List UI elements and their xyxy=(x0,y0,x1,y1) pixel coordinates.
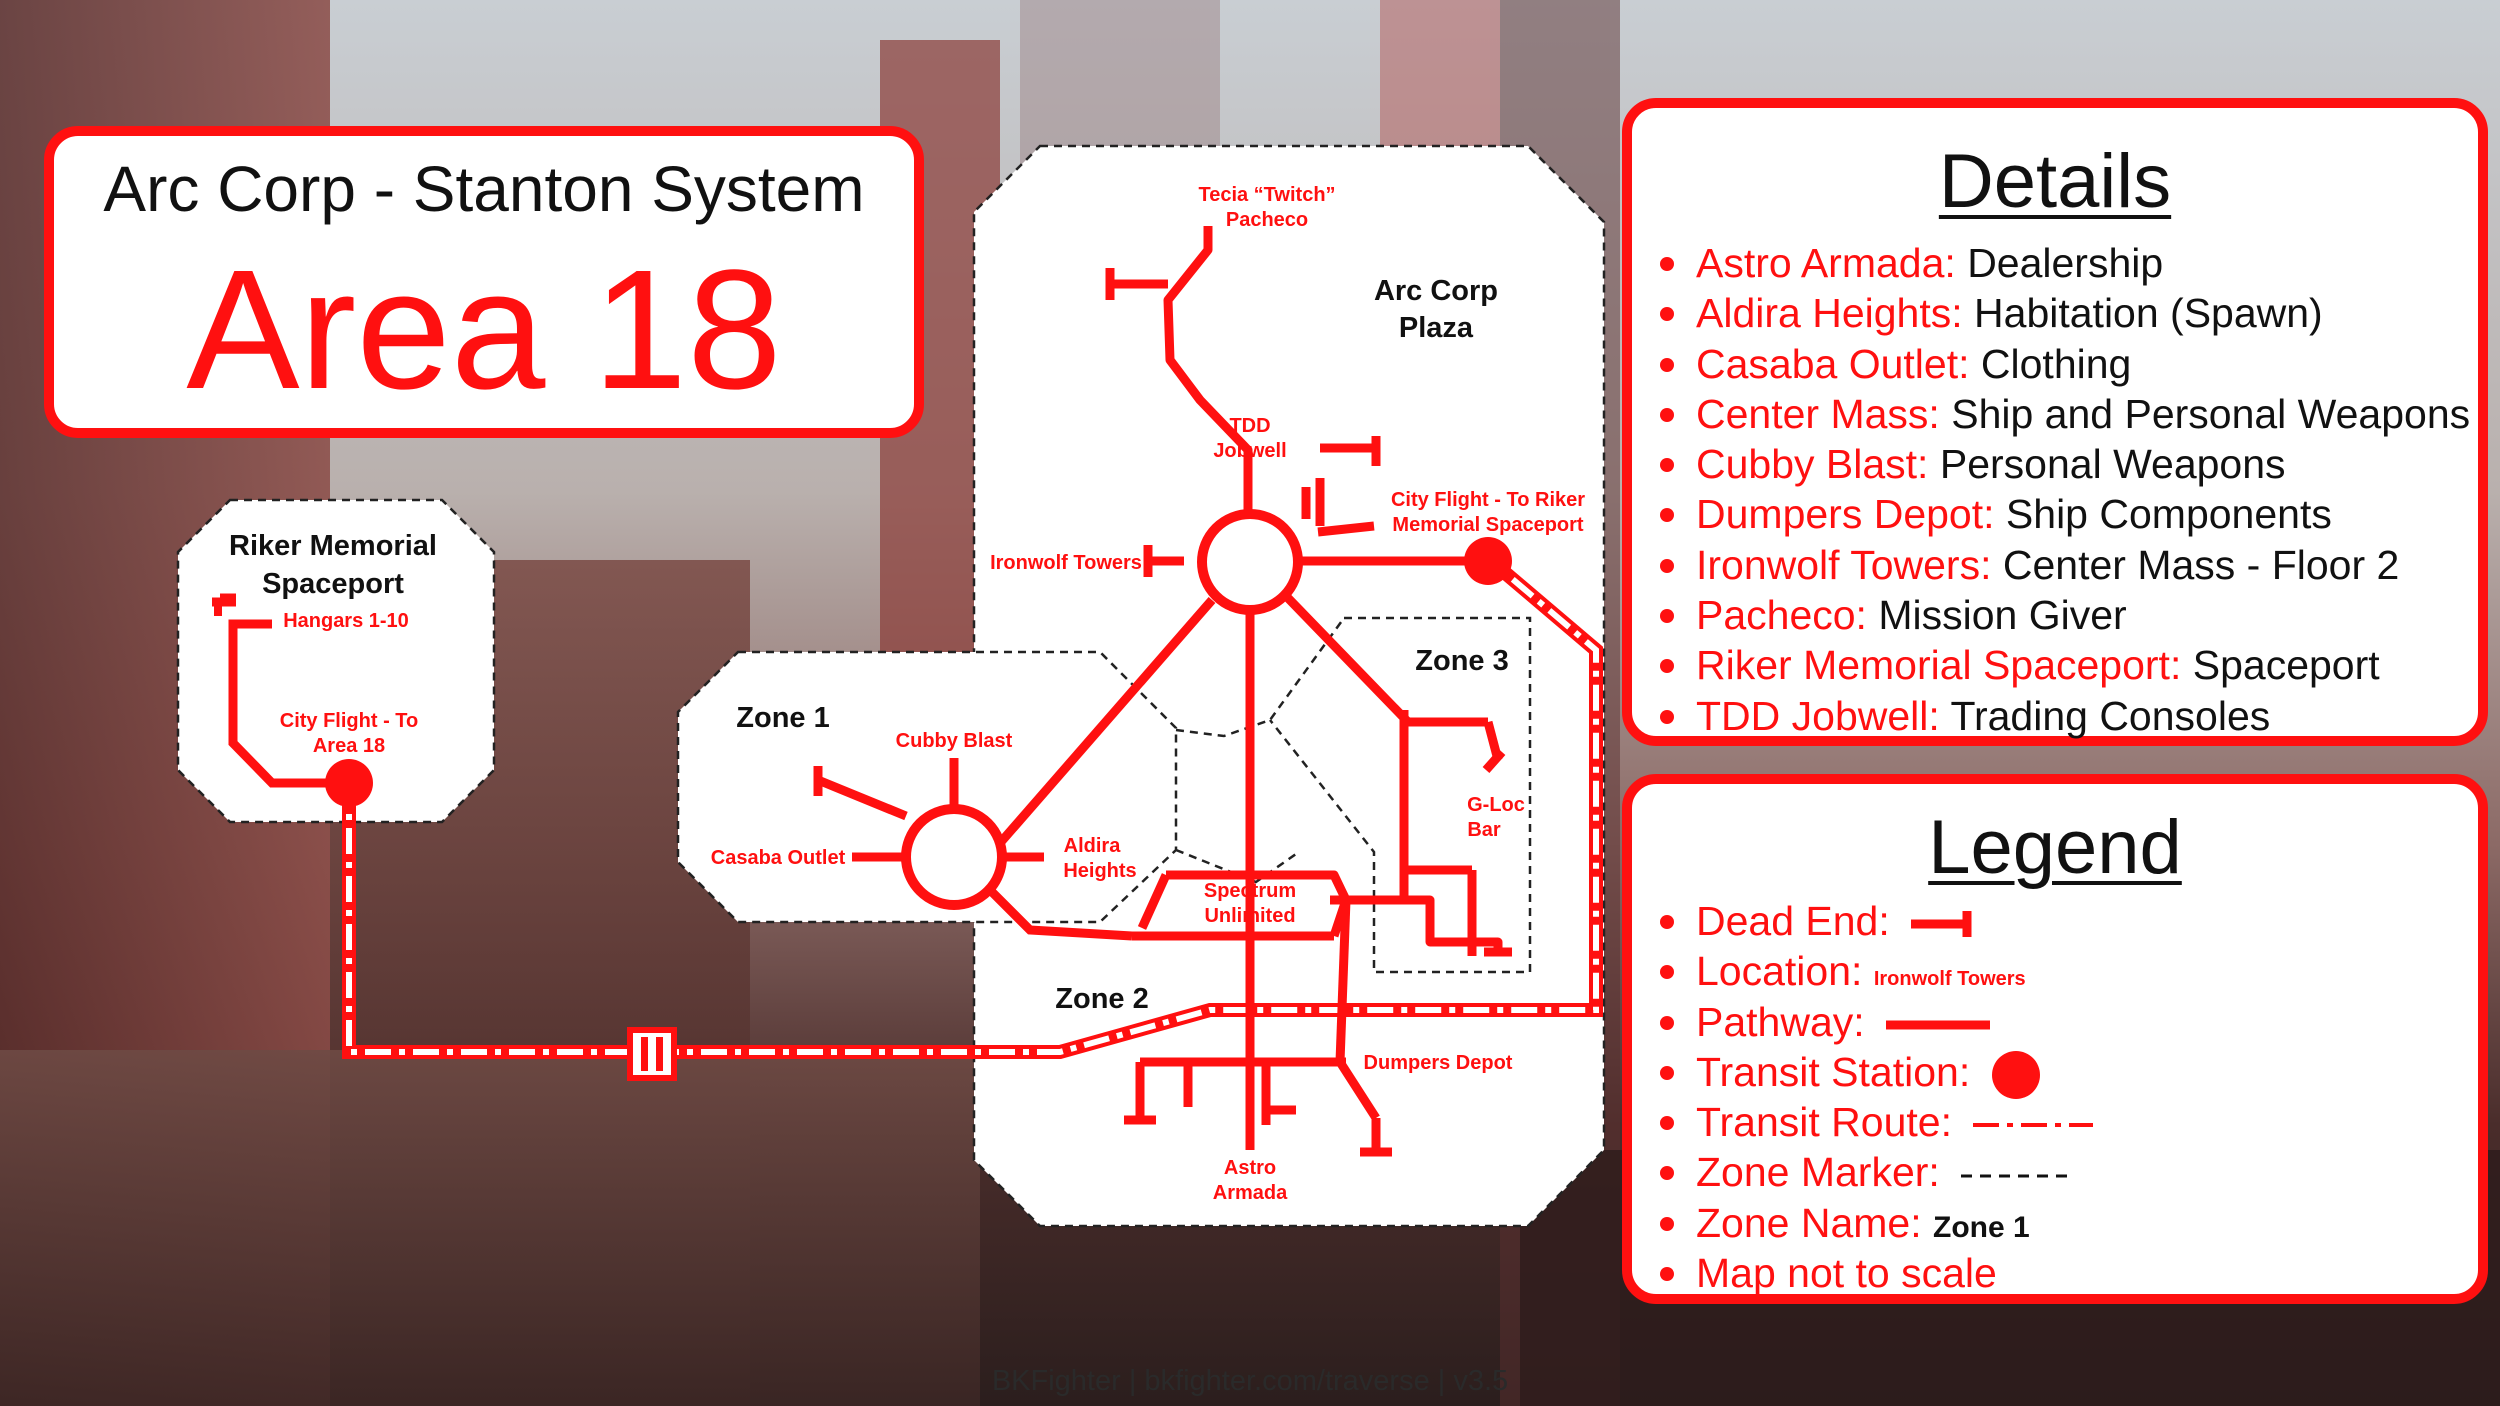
label-hangars: Hangars 1-10 xyxy=(283,610,409,632)
plaza-hub xyxy=(1197,509,1303,615)
label-astro-1: Astro xyxy=(1224,1157,1276,1179)
zone-name-3: Zone 3 xyxy=(1415,645,1508,677)
label-pacheco-2: Pacheco xyxy=(1226,209,1308,231)
transit-route-icon xyxy=(1973,1123,2094,1128)
legend-list: Dead End: Location: Ironwolf Towers Path… xyxy=(1654,896,2097,1298)
label-riker-city-flight-1: City Flight - To xyxy=(280,710,419,732)
footer-credit: BKFighter | bkfighter.com/traverse | v3.… xyxy=(991,1365,1509,1397)
dead-end-icon xyxy=(1911,911,1972,938)
legend-dead-end: Dead End: xyxy=(1654,896,2097,946)
label-spectrum-1: Spectrum xyxy=(1204,880,1296,902)
legend-location: Location: Ironwolf Towers xyxy=(1654,946,2097,996)
label-cubby: Cubby Blast xyxy=(896,730,1013,752)
details-panel: Details Astro Armada: Dealership Aldira … xyxy=(1622,98,2488,746)
legend-transit-route: Transit Route: xyxy=(1654,1097,2097,1147)
area-title: Area 18 xyxy=(186,235,782,425)
transit-route xyxy=(342,554,1603,1059)
label-tdd-2: Jobwell xyxy=(1213,440,1286,462)
label-aldira-1: Aldira xyxy=(1064,835,1122,857)
label-city-flight-riker-1: City Flight - To Riker xyxy=(1391,489,1585,511)
details-heading: Details xyxy=(1938,139,2172,224)
legend-pathway: Pathway: xyxy=(1654,997,2097,1047)
label-gloc-1: G-Loc xyxy=(1467,794,1525,816)
label-pacheco-1: Tecia “Twitch” xyxy=(1198,184,1335,206)
pathway-icon xyxy=(1886,1020,1991,1030)
transit-gate xyxy=(627,1027,677,1081)
dead-ends xyxy=(1124,436,1512,1157)
legend-scale-note: Map not to scale xyxy=(1654,1248,2097,1298)
label-dumpers: Dumpers Depot xyxy=(1364,1052,1513,1074)
zone-marker-icon xyxy=(1961,1174,2072,1178)
label-riker-city-flight-2: Area 18 xyxy=(313,735,385,757)
details-item: Center Mass: Ship and Personal Weapons xyxy=(1654,389,2470,439)
label-spectrum-2: Unlimited xyxy=(1204,905,1295,927)
zone-3-boundary xyxy=(1269,616,1532,974)
label-aldira-2: Heights xyxy=(1063,860,1136,882)
details-item: TDD Jobwell: Trading Consoles xyxy=(1654,691,2470,741)
system-title: Arc Corp - Stanton System xyxy=(103,153,865,225)
riker-title-line2: Spaceport xyxy=(262,568,404,600)
plaza-title-1: Arc Corp xyxy=(1374,275,1498,307)
label-city-flight-riker-2: Memorial Spaceport xyxy=(1392,514,1584,536)
zone-1-area xyxy=(676,650,1178,924)
legend-zone-name-sample: Zone 1 xyxy=(1933,1210,2030,1244)
details-item: Ironwolf Towers: Center Mass - Floor 2 xyxy=(1654,540,2470,590)
label-ironwolf: Ironwolf Towers xyxy=(990,552,1142,574)
label-astro-2: Armada xyxy=(1213,1182,1288,1204)
details-item: Pacheco: Mission Giver xyxy=(1654,590,2470,640)
transit-station-plaza[interactable] xyxy=(1464,537,1512,585)
zone1-hub xyxy=(901,804,1007,910)
plaza-pathways xyxy=(976,226,1503,1152)
zone-name-2: Zone 2 xyxy=(1055,983,1148,1015)
details-item: Riker Memorial Spaceport: Spaceport xyxy=(1654,640,2470,690)
title-panel: Arc Corp - Stanton System Area 18 xyxy=(44,126,924,438)
legend-zone-marker: Zone Marker: xyxy=(1654,1147,2097,1197)
label-gloc-2: Bar xyxy=(1467,819,1501,841)
details-item: Cubby Blast: Personal Weapons xyxy=(1654,439,2470,489)
legend-zone-name: Zone Name: Zone 1 xyxy=(1654,1198,2097,1248)
legend-heading: Legend xyxy=(1928,805,2182,890)
zone-name-1: Zone 1 xyxy=(736,702,829,734)
details-item: Astro Armada: Dealership xyxy=(1654,238,2470,288)
details-item: Dumpers Depot: Ship Components xyxy=(1654,489,2470,539)
legend-transit-station: Transit Station: xyxy=(1654,1047,2097,1100)
zone1-pathways xyxy=(813,758,1133,941)
legend-location-sample: Ironwolf Towers xyxy=(1873,968,2026,991)
zone-marker-inner-2 xyxy=(1175,848,1297,884)
riker-title-line1: Riker Memorial xyxy=(229,530,437,562)
label-tdd-1: TDD xyxy=(1229,415,1270,437)
details-item: Casaba Outlet: Clothing xyxy=(1654,339,2470,389)
riker-spaceport-area xyxy=(176,498,496,824)
details-item: Aldira Heights: Habitation (Spawn) xyxy=(1654,288,2470,338)
transit-station-riker[interactable] xyxy=(325,759,373,807)
plaza-title-2: Plaza xyxy=(1399,312,1474,344)
details-list: Astro Armada: Dealership Aldira Heights:… xyxy=(1654,238,2470,741)
arc-corp-plaza-area xyxy=(972,144,1606,1228)
legend-panel: Legend Dead End: Location: Ironwolf Towe… xyxy=(1622,774,2488,1304)
label-casaba: Casaba Outlet xyxy=(711,847,846,869)
transit-station-icon xyxy=(1991,1051,2040,1100)
